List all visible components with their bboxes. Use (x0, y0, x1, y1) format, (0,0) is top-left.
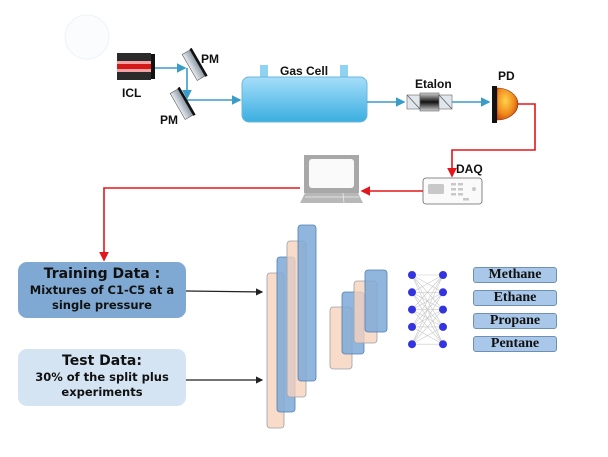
gas-cell-label: Gas Cell (280, 64, 328, 78)
daq-label: DAQ (456, 162, 483, 176)
mirror-1-label: PM (201, 52, 219, 66)
test-data-box: Test Data: 30% of the split plus experim… (18, 349, 186, 406)
detector-label: PD (498, 69, 515, 83)
mirror-2-label: PM (160, 113, 178, 127)
output-propane: Propane (473, 313, 557, 329)
test-data-line1: 30% of the split plus (35, 370, 169, 384)
training-data-title: Training Data : (43, 266, 161, 282)
etalon-icon (406, 92, 453, 112)
etalon-label: Etalon (415, 77, 452, 91)
fc-node-col1-row1 (408, 271, 416, 279)
cnn-layer-8 (364, 269, 388, 333)
fc-connection (411, 309, 444, 345)
test-data-line2: experiments (61, 385, 143, 399)
training-data-line2: single pressure (51, 298, 152, 312)
fc-connection (411, 274, 444, 345)
fc-connection (411, 326, 444, 345)
daq-icon (422, 177, 483, 205)
fc-node-col1-row3 (408, 305, 416, 314)
fc-node-col2-row4 (439, 322, 447, 331)
cnn-layer-4 (297, 224, 317, 382)
fc-node-col1-row2 (408, 288, 416, 297)
fully-connected-network (408, 271, 447, 349)
icl-label: ICL (122, 86, 141, 100)
fc-connection (411, 274, 444, 310)
fc-node-col2-row5 (439, 340, 447, 349)
computer-icon (300, 155, 363, 204)
training-data-line1: Mixtures of C1-C5 at a (29, 283, 175, 297)
faint-circle-decoration (64, 14, 110, 60)
icl-laser-icon (117, 53, 155, 80)
fc-node-col2-row1 (439, 271, 447, 279)
test-data-title: Test Data: (62, 353, 142, 369)
cnn-layers (266, 224, 388, 429)
signal-computer-to-training (99, 187, 300, 262)
fc-connection (411, 274, 444, 328)
fc-node-col2-row2 (439, 288, 447, 297)
mirror-2-icon (169, 86, 196, 120)
fc-connection (411, 292, 444, 345)
signal-detector-to-daq (447, 103, 536, 178)
fc-node-col1-row4 (408, 322, 416, 331)
mirror-1-icon (181, 47, 208, 81)
output-ethane: Ethane (473, 290, 557, 306)
gas-cell-icon (241, 65, 368, 123)
output-pentane: Pentane (473, 336, 557, 352)
fc-node-col1-row5 (408, 340, 416, 349)
training-data-box: Training Data : Mixtures of C1-C5 at a s… (18, 262, 186, 318)
fc-node-col2-row3 (439, 305, 447, 314)
photodetector-icon (492, 86, 519, 123)
arrow-training-to-cnn (185, 288, 264, 296)
fc-connection (411, 274, 444, 293)
output-methane: Methane (473, 267, 557, 283)
